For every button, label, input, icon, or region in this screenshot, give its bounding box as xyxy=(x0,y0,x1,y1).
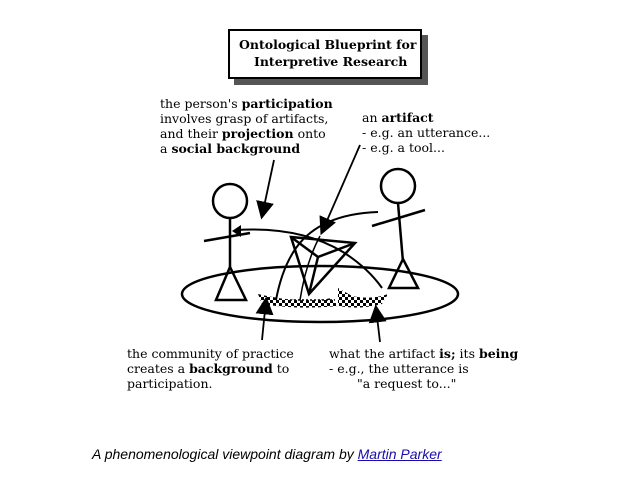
artifact-annotation: an artifact - e.g. an utterance... - e.g… xyxy=(362,110,490,155)
being-line-3: "a request to..." xyxy=(357,376,457,391)
participation-line-3: and their projection onto xyxy=(160,126,326,141)
shaded-area-left xyxy=(258,294,338,308)
projection-arc-right xyxy=(275,211,379,301)
community-line-2: creates a background to xyxy=(127,361,290,376)
community-annotation: the community of practice creates a back… xyxy=(127,346,294,391)
background-pointer xyxy=(255,296,274,341)
title-line-1: Ontological Blueprint for xyxy=(239,37,417,52)
artifact-line-2: - e.g. an utterance... xyxy=(362,125,491,140)
community-line-3: participation. xyxy=(127,376,213,391)
caption: A phenomenological viewpoint diagram by … xyxy=(92,446,442,462)
participation-pointer xyxy=(256,159,275,220)
being-pointer xyxy=(368,304,387,343)
being-annotation: what the artifact is; its being - e.g., … xyxy=(329,346,518,391)
title-box: Ontological Blueprint for Interpretive R… xyxy=(228,29,422,79)
participation-line-4: a social background xyxy=(160,141,301,156)
caption-text: A phenomenological viewpoint diagram by xyxy=(92,446,358,462)
artifact-pointer xyxy=(319,144,361,236)
artifact-line-3: - e.g. a tool... xyxy=(362,140,445,155)
being-line-1: what the artifact is; its being xyxy=(329,346,519,361)
artifact-line-1: an artifact xyxy=(362,110,434,125)
being-line-2: - e.g., the utterance is xyxy=(329,361,469,376)
participation-line-2: involves grasp of artifacts, xyxy=(160,111,329,126)
artifact-shape xyxy=(289,235,358,297)
title-line-2: Interpretive Research xyxy=(254,54,408,69)
participation-annotation: the person's participation involves gras… xyxy=(160,96,333,156)
left-person-figure xyxy=(203,182,251,302)
community-line-1: the community of practice xyxy=(127,346,294,361)
author-link[interactable]: Martin Parker xyxy=(357,446,442,462)
right-person-figure xyxy=(371,167,426,290)
ground-ellipse xyxy=(180,264,460,324)
shaded-area-right xyxy=(338,288,388,308)
participation-line-1: the person's participation xyxy=(160,96,333,111)
projection-arc-drop xyxy=(299,235,321,301)
